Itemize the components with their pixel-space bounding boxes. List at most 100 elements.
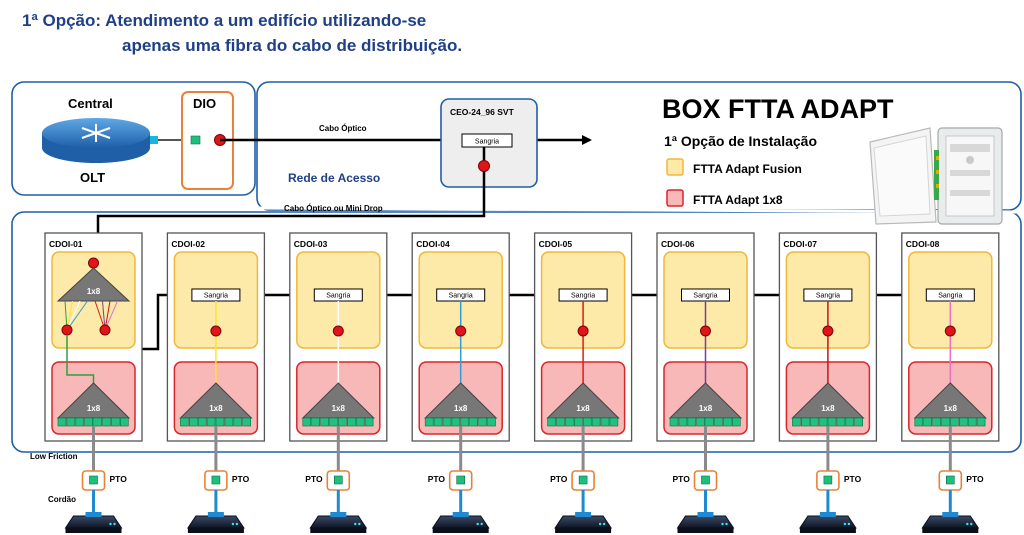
- adapter-port: [591, 417, 601, 427]
- ont-port: [207, 512, 224, 517]
- ont-led: [725, 522, 728, 526]
- olt-label: OLT: [80, 170, 105, 185]
- adapter-port: [433, 417, 443, 427]
- access-network-label: Rede de Acesso: [288, 171, 380, 185]
- pto-connector: [333, 475, 343, 485]
- adapter-port: [224, 417, 234, 427]
- splice-dot: [210, 325, 222, 337]
- adapter-port: [206, 417, 216, 427]
- ont-led: [847, 522, 851, 526]
- adapter-port: [84, 417, 93, 427]
- sangria-label: Sangria: [449, 293, 473, 300]
- adapter-port: [189, 417, 198, 427]
- ont-device-base: [555, 528, 612, 533]
- cdoi-label: CDOI-01: [49, 239, 83, 249]
- adapter-port: [854, 417, 864, 427]
- legend-1x8-label: FTTA Adapt 1x8: [693, 193, 783, 207]
- adapter-port: [311, 417, 321, 427]
- splice-dot: [61, 324, 73, 336]
- cdoi-label: CDOI-02: [171, 239, 205, 249]
- ceo-sangria-box: [461, 133, 513, 148]
- ont-device-base: [922, 528, 979, 533]
- adapter-port: [460, 417, 470, 427]
- dio-connector: [190, 135, 201, 145]
- adapter-port: [320, 417, 329, 427]
- adapter-port: [346, 417, 356, 427]
- pto-label: PTO: [110, 474, 128, 484]
- pto-connector: [211, 475, 221, 485]
- ont-device-icon: [798, 515, 857, 529]
- adapter-port: [57, 417, 67, 427]
- adapter-port: [215, 417, 225, 427]
- adapter-port: [364, 417, 374, 427]
- splitter-label: 1x8: [87, 287, 101, 296]
- ftta-box-product-image: [869, 127, 1003, 225]
- splice-dot: [332, 325, 344, 337]
- ceo-splice-dot: [478, 160, 490, 172]
- adapter-port: [792, 417, 801, 427]
- cordao-label: Cordão: [48, 495, 76, 504]
- ont-device-base: [65, 528, 122, 533]
- cdoi-label: CDOI-07: [783, 239, 817, 249]
- splice-dot: [88, 257, 99, 269]
- adapter-port: [442, 417, 452, 427]
- legend-fusion-swatch: [666, 158, 684, 176]
- cdoi-label: CDOI-04: [416, 239, 450, 249]
- adapter-port: [827, 417, 837, 427]
- ont-device-base: [310, 528, 367, 533]
- ont-port: [452, 512, 469, 517]
- ont-port: [575, 512, 592, 517]
- adapter-port: [573, 417, 583, 427]
- adapter-port: [120, 417, 129, 427]
- adapter-port: [478, 417, 487, 427]
- splice-dot: [700, 325, 711, 337]
- splitter-label: 1x8: [209, 404, 223, 413]
- ont-port: [942, 512, 959, 517]
- pto-label: PTO: [550, 474, 568, 484]
- ont-port: [85, 512, 102, 517]
- adapter-port: [547, 417, 556, 427]
- ont-led: [109, 522, 112, 526]
- splitter-triangle: [56, 267, 131, 302]
- ont-led: [354, 522, 357, 526]
- pto-label: PTO: [428, 474, 446, 484]
- drop-cable-label: Cabo Óptico ou Mini Drop: [284, 204, 383, 213]
- ont-device-base: [187, 528, 244, 533]
- adapter-port: [809, 417, 819, 427]
- adapter-port: [102, 417, 111, 427]
- splice-dot: [822, 325, 834, 337]
- adapter-port: [469, 417, 479, 427]
- adapter-port: [958, 417, 968, 427]
- adapter-port: [800, 417, 810, 427]
- ont-device-base: [799, 528, 856, 533]
- sangria-label: Sangria: [816, 293, 840, 300]
- ont-led: [970, 522, 973, 526]
- ont-device-icon: [921, 515, 980, 529]
- adapter-port: [556, 417, 565, 427]
- cdoi-label: CDOI-03: [294, 239, 328, 249]
- pto-connector: [945, 475, 955, 485]
- adapter-port: [678, 417, 688, 427]
- ont-port: [330, 512, 347, 517]
- adapter-port: [669, 417, 679, 427]
- ont-device-icon: [676, 515, 735, 529]
- low-friction-label: Low Friction: [30, 452, 78, 461]
- pto-label: PTO: [966, 474, 984, 484]
- ont-device-base: [432, 528, 489, 533]
- ceo-label: CEO-24_96 SVT: [450, 107, 515, 117]
- splice-dot: [577, 325, 589, 337]
- splitter-label: 1x8: [821, 404, 835, 413]
- splitter-label: 1x8: [454, 404, 468, 413]
- ont-led: [358, 522, 361, 526]
- ont-port: [819, 512, 836, 517]
- ont-led: [231, 522, 235, 526]
- adapter-port: [845, 417, 855, 427]
- pto-connector: [89, 475, 98, 485]
